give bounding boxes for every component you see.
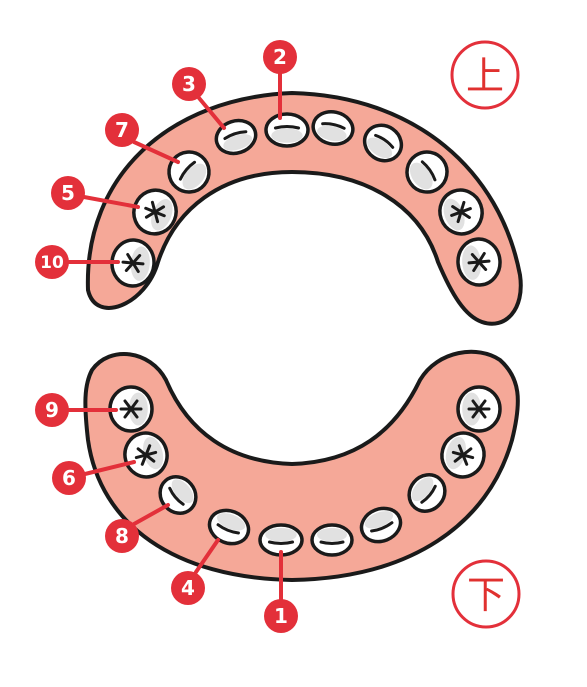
lower-gum	[83, 349, 520, 582]
marker-badge	[263, 40, 297, 74]
canine-tooth	[362, 123, 404, 163]
molar-tooth	[123, 431, 169, 479]
lower-arch	[83, 349, 520, 582]
lower-jaw-text: 下	[467, 573, 505, 617]
lower-markers: 9 6 8 4 1	[35, 393, 298, 633]
leader-line	[132, 503, 170, 526]
molar-tooth	[132, 188, 178, 236]
incisor-tooth	[310, 523, 354, 557]
canine-tooth	[407, 473, 447, 513]
lower-jaw-label: 下	[451, 559, 521, 629]
marker-badge	[105, 113, 139, 147]
upper-teeth	[110, 110, 502, 288]
marker-badge	[264, 599, 298, 633]
marker-badge	[52, 461, 86, 495]
leader-line	[197, 96, 226, 130]
lower-jaw-circle	[451, 559, 521, 629]
marker-badge	[35, 393, 69, 427]
molar-tooth	[108, 385, 154, 433]
leader-line	[194, 538, 220, 574]
incisor-tooth	[311, 110, 355, 146]
marker-label: 1	[274, 604, 288, 628]
upper-arch	[85, 91, 523, 326]
marker-label: 4	[181, 576, 195, 600]
marker-upper-7: 7	[105, 113, 139, 147]
incisor-tooth	[264, 112, 310, 148]
marker-lower-6: 6	[52, 461, 86, 495]
marker-lower-1: 1	[264, 599, 298, 633]
marker-badge	[172, 67, 206, 101]
incisor-tooth	[207, 508, 251, 546]
marker-label: 3	[182, 72, 196, 96]
marker-label: 8	[115, 524, 129, 548]
canine-tooth	[405, 150, 449, 194]
incisor-tooth	[359, 506, 403, 544]
marker-label: 10	[40, 253, 64, 273]
marker-lower-9: 9	[35, 393, 69, 427]
molar-tooth	[440, 431, 486, 479]
marker-label: 2	[273, 45, 287, 69]
marker-lower-8: 8	[105, 519, 139, 553]
molar-tooth	[456, 237, 502, 287]
leader-lines	[67, 72, 283, 601]
marker-upper-3: 3	[172, 67, 206, 101]
marker-lower-4: 4	[171, 571, 205, 605]
upper-jaw-circle	[450, 40, 520, 110]
upper-gum	[85, 91, 523, 326]
marker-upper-10: 10	[35, 245, 69, 279]
leader-line	[83, 460, 136, 476]
marker-badge	[51, 176, 85, 210]
leader-line	[132, 140, 180, 164]
marker-label: 7	[115, 118, 129, 142]
marker-badge	[171, 571, 205, 605]
marker-badge	[105, 519, 139, 553]
lower-teeth	[108, 385, 502, 557]
molar-tooth	[456, 385, 502, 433]
leader-line	[82, 195, 140, 209]
incisor-tooth	[258, 523, 304, 557]
upper-jaw-text: 上	[466, 54, 504, 98]
incisor-tooth	[214, 118, 258, 156]
marker-label: 6	[62, 466, 76, 490]
marker-label: 9	[45, 398, 59, 422]
marker-badge	[35, 245, 69, 279]
marker-upper-5: 5	[51, 176, 85, 210]
marker-upper-2: 2	[263, 40, 297, 74]
upper-jaw-label: 上	[450, 40, 520, 110]
upper-markers: 2 3 7 5 10	[35, 40, 297, 279]
molar-tooth	[438, 188, 484, 236]
marker-label: 5	[61, 181, 75, 205]
